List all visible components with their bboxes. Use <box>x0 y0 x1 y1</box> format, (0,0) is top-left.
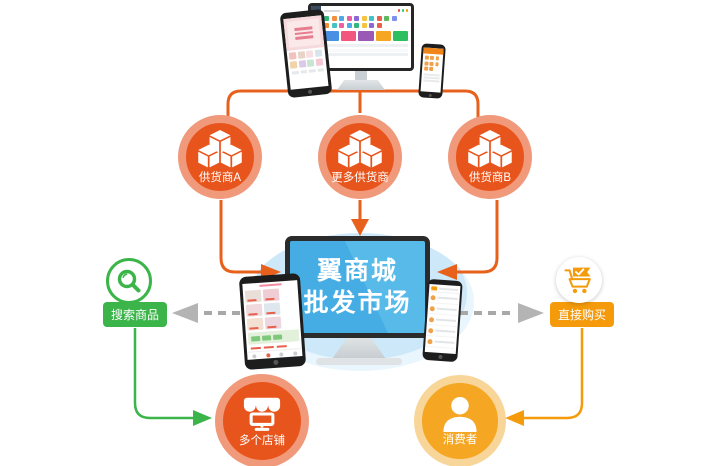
hub-title-line1: 翼商城 <box>316 256 398 285</box>
dashboard-banners <box>324 31 409 41</box>
admin-phone <box>418 43 446 99</box>
node-buy-circle <box>556 257 602 303</box>
stores-label: 多个店铺 <box>239 434 285 447</box>
flow-buy-to-consumer <box>524 328 584 420</box>
dashboard-main <box>321 6 411 68</box>
flow-supplier-b-to-hub <box>457 200 499 274</box>
buy-label: 直接购买 <box>550 302 614 327</box>
tablet-home-button <box>307 89 313 94</box>
cubes-icon <box>338 129 382 168</box>
admin-tablet-screen <box>283 15 329 90</box>
tablet-banner <box>283 15 325 52</box>
search-label: 搜索商品 <box>103 302 167 327</box>
phone-home-button <box>437 354 443 360</box>
arrowhead-supplier-more <box>351 219 369 236</box>
node-consumer: 消费者 <box>414 375 506 466</box>
hub-monitor: 翼商城 批发市场 <box>285 236 430 338</box>
arrowhead-consumer <box>505 410 524 426</box>
tablet-product-grid <box>243 286 301 332</box>
dashboard-table <box>324 44 408 56</box>
tablet-home-button <box>272 359 279 366</box>
arrowhead-buy <box>518 303 544 323</box>
node-supplier-b: 供货商B <box>448 115 532 199</box>
flow-supplier-a-to-hub <box>219 200 261 274</box>
admin-monitor-neck <box>355 70 367 81</box>
cubes-icon <box>468 129 512 168</box>
phone-home-button <box>428 93 432 97</box>
hub-title-line2: 批发市场 <box>303 289 412 317</box>
node-search-circle <box>106 258 152 304</box>
hub-tablet-screen <box>242 280 303 360</box>
phone-list-item <box>425 335 457 350</box>
admin-tablet <box>279 8 333 99</box>
cart-icon <box>564 267 591 293</box>
dashboard-app-icons-row2 <box>324 23 408 28</box>
hub-tablet <box>238 272 307 371</box>
flow-devices-to-suppliers <box>226 89 480 121</box>
supplier-a-label: 供货商A <box>198 171 242 184</box>
flow-search-to-stores <box>133 328 193 420</box>
phone-grid <box>422 53 443 73</box>
search-icon <box>117 269 141 293</box>
arrowhead-search <box>172 303 198 323</box>
hub-monitor-base <box>316 358 402 365</box>
hub-screen: 翼商城 批发市场 <box>290 241 425 333</box>
node-supplier-a: 供货商A <box>178 115 262 199</box>
dashboard-topbar <box>324 8 408 13</box>
node-supplier-more: 更多供货商 <box>318 115 402 199</box>
arrowhead-stores <box>193 410 212 426</box>
node-stores: 多个店铺 <box>215 374 309 466</box>
hub-phone-screen <box>424 284 461 355</box>
dashboard-app-icons-row1 <box>324 15 408 21</box>
person-icon <box>443 397 477 433</box>
admin-phone-screen <box>420 47 444 93</box>
supplier-more-label: 更多供货商 <box>331 171 389 184</box>
consumer-label: 消费者 <box>442 434 478 447</box>
storefront-icon <box>243 397 281 431</box>
hub-phone <box>422 278 463 363</box>
supplier-b-label: 供货商B <box>468 171 512 184</box>
arrowhead-supplier-b <box>437 264 457 280</box>
cubes-icon <box>198 129 242 168</box>
admin-monitor-base <box>337 80 385 90</box>
